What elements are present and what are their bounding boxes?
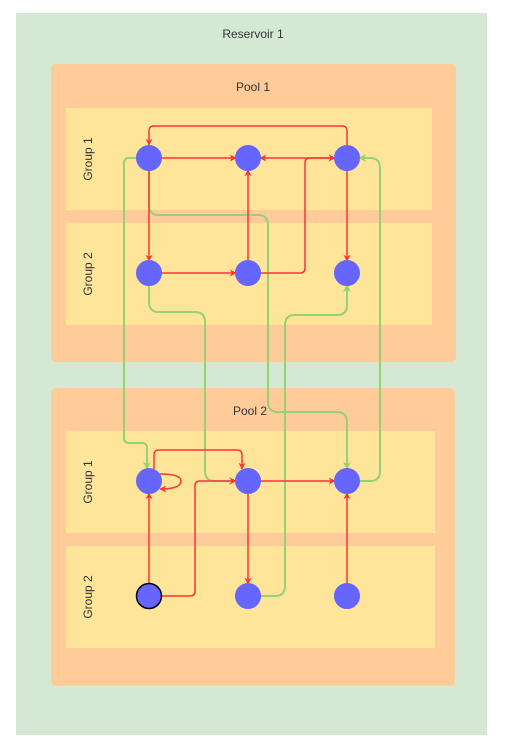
pool-1-group-2-label: Group 2 [81,252,95,296]
node-p2g1n1[interactable] [136,468,162,494]
node-p1g2n1[interactable] [136,260,162,286]
pool-2-group-2-label: Group 2 [81,575,95,619]
node-p1g2n2[interactable] [235,260,261,286]
node-p2g2n1[interactable] [135,582,163,610]
node-p1g2n3[interactable] [334,260,360,286]
node-p1g1n3[interactable] [334,145,360,171]
edge-red-e11 [159,473,182,493]
edge-green-g4 [260,284,351,597]
node-p2g2n2[interactable] [235,583,261,609]
edge-red-e3 [145,125,348,146]
edge-red-e12 [153,449,246,470]
edge-green-g3 [148,170,351,470]
node-p2g1n3[interactable] [334,468,360,494]
edge-green-g1 [123,157,151,470]
node-p2g2n3[interactable] [334,583,360,609]
pool-2-label: Pool 2 [232,404,268,418]
node-p2g1n2[interactable] [235,468,261,494]
pool-1-group-1-label: Group 1 [81,137,95,181]
edge-red-e6 [260,154,336,274]
edge-green-g5 [358,154,381,482]
edge-green-g2 [148,285,237,485]
node-p1g1n2[interactable] [235,145,261,171]
pool-1-label: Pool 1 [235,80,271,94]
pool-2-group-1-label: Group 1 [81,460,95,504]
node-p1g1n1[interactable] [136,145,162,171]
edge-red-e10 [161,477,237,597]
reservoir-label: Reservoir 1 [222,27,284,41]
